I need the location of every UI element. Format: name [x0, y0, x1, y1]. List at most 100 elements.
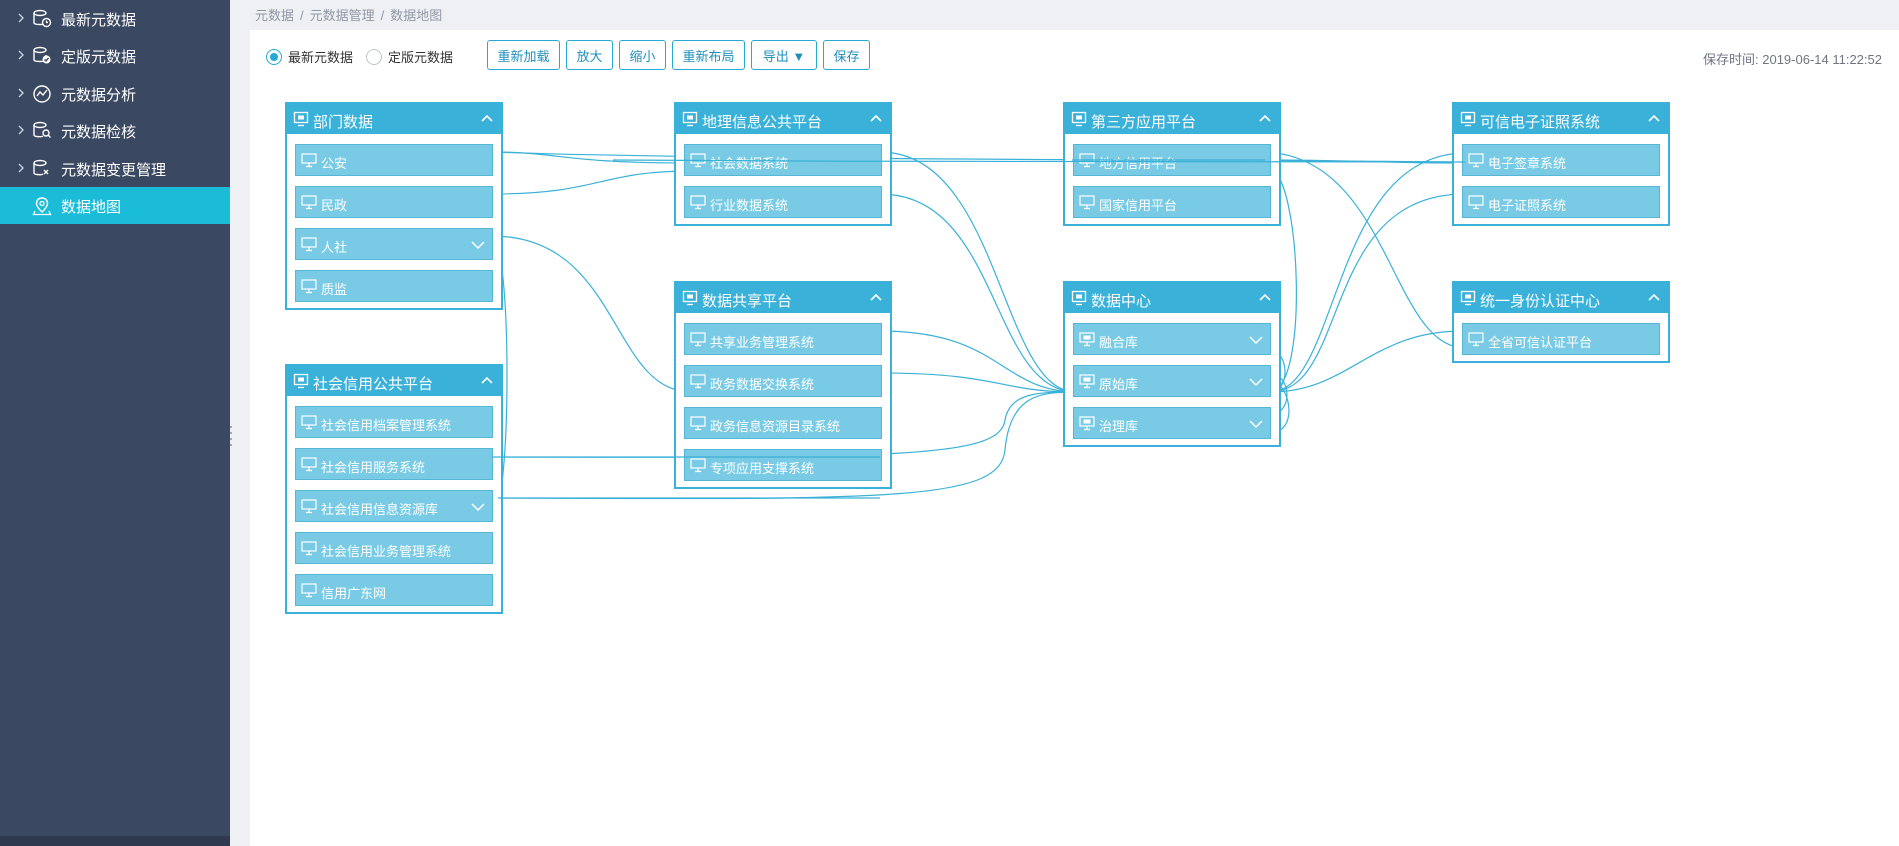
node-row-human-resources[interactable]: 人社	[295, 228, 493, 260]
node-card-social-credit-platform[interactable]: 社会信用公共平台 社会信用档案管理系统 社会信用服务系统 社会信用信息资源库 社…	[285, 364, 503, 614]
chevron-down-icon[interactable]	[470, 237, 486, 253]
monitor-icon	[301, 237, 317, 252]
sidebar-item-final-metadata[interactable]: 定版元数据	[0, 37, 230, 74]
node-row-sharing-business[interactable]: 共享业务管理系统	[684, 323, 882, 355]
resize-handle-icon[interactable]	[229, 424, 233, 450]
node-card-data-center[interactable]: 数据中心 融合库 原始库 治理库	[1063, 281, 1281, 447]
node-row-local-credit[interactable]: 地方信用平台	[1073, 144, 1271, 176]
export-dropdown-button[interactable]: 导出 ▼	[751, 40, 817, 70]
relayout-button[interactable]: 重新布局	[672, 40, 745, 70]
row-label: 质监	[321, 282, 348, 297]
card-header[interactable]: 可信电子证照系统	[1454, 104, 1668, 134]
chevron-right-icon	[18, 88, 24, 98]
node-row-public-security[interactable]: 公安	[295, 144, 493, 176]
card-header[interactable]: 地理信息公共平台	[676, 104, 890, 134]
chevron-up-icon[interactable]	[868, 290, 884, 306]
chevron-up-icon[interactable]	[479, 373, 495, 389]
row-label: 社会信用信息资源库	[321, 502, 439, 517]
node-row-fusion-db[interactable]: 融合库	[1073, 323, 1271, 355]
row-label: 公安	[321, 156, 348, 171]
zoom-in-button[interactable]: 放大	[566, 40, 613, 70]
monitor-node-icon	[293, 111, 309, 127]
node-row-social-data[interactable]: 社会数据系统	[684, 144, 882, 176]
breadcrumb-item[interactable]: 元数据管理	[309, 8, 375, 23]
node-card-data-sharing-platform[interactable]: 数据共享平台 共享业务管理系统 政务数据交换系统 政务信息资源目录系统 专项应用…	[674, 281, 892, 489]
database-search-icon	[33, 121, 51, 138]
database-node-icon	[1079, 416, 1095, 431]
chevron-up-icon[interactable]	[1257, 111, 1273, 127]
chevron-up-icon[interactable]	[868, 111, 884, 127]
card-title: 可信电子证照系统	[1480, 114, 1601, 131]
row-label: 行业数据系统	[710, 198, 789, 213]
node-row-credit-guangdong[interactable]: 信用广东网	[295, 574, 493, 606]
node-row-quality-supervision[interactable]: 质监	[295, 270, 493, 302]
card-header[interactable]: 统一身份认证中心	[1454, 283, 1668, 313]
row-label: 地方信用平台	[1099, 156, 1178, 171]
monitor-icon	[301, 195, 317, 210]
reload-button[interactable]: 重新加载	[487, 40, 560, 70]
node-row-credit-service[interactable]: 社会信用服务系统	[295, 448, 493, 480]
node-row-special-app-support[interactable]: 专项应用支撑系统	[684, 449, 882, 481]
monitor-node-icon	[1460, 290, 1476, 306]
card-header[interactable]: 社会信用公共平台	[287, 366, 501, 396]
sidebar-item-metadata-check[interactable]: 元数据检核	[0, 112, 230, 149]
node-row-industry-data[interactable]: 行业数据系统	[684, 186, 882, 218]
row-label: 电子签章系统	[1488, 156, 1567, 171]
chevron-right-icon	[18, 13, 24, 23]
card-header[interactable]: 数据中心	[1065, 283, 1279, 313]
row-label: 社会信用档案管理系统	[321, 418, 452, 433]
node-card-e-license-system[interactable]: 可信电子证照系统 电子签章系统 电子证照系统	[1452, 102, 1670, 226]
card-header[interactable]: 数据共享平台	[676, 283, 890, 313]
chevron-down-icon[interactable]	[1248, 374, 1264, 390]
monitor-icon	[690, 332, 706, 347]
node-row-credit-business[interactable]: 社会信用业务管理系统	[295, 532, 493, 564]
monitor-icon	[1468, 332, 1484, 347]
node-row-gov-resource-catalog[interactable]: 政务信息资源目录系统	[684, 407, 882, 439]
breadcrumb-separator: /	[300, 8, 304, 23]
breadcrumb-item-current: 数据地图	[390, 8, 443, 23]
map-pin-icon	[32, 197, 52, 216]
chevron-up-icon[interactable]	[1646, 111, 1662, 127]
monitor-node-icon	[1460, 111, 1476, 127]
node-row-civil-affairs[interactable]: 民政	[295, 186, 493, 218]
monitor-icon	[690, 416, 706, 431]
chevron-up-icon[interactable]	[1646, 290, 1662, 306]
radio-unselected-icon	[366, 48, 382, 65]
card-header[interactable]: 部门数据	[287, 104, 501, 134]
chevron-up-icon[interactable]	[1257, 290, 1273, 306]
radio-final-metadata[interactable]: 定版元数据	[366, 47, 453, 66]
sidebar-item-latest-metadata[interactable]: 最新元数据	[0, 0, 230, 37]
row-label: 专项应用支撑系统	[710, 461, 815, 476]
node-card-unified-identity-center[interactable]: 统一身份认证中心 全省可信认证平台	[1452, 281, 1670, 363]
node-row-credit-resource-db[interactable]: 社会信用信息资源库	[295, 490, 493, 522]
monitor-node-icon	[682, 290, 698, 306]
monitor-icon	[301, 499, 317, 514]
node-row-gov-data-exchange[interactable]: 政务数据交换系统	[684, 365, 882, 397]
chevron-right-icon	[18, 163, 24, 173]
database-edit-icon	[33, 159, 49, 176]
monitor-icon	[301, 457, 317, 472]
node-row-credit-archive[interactable]: 社会信用档案管理系统	[295, 406, 493, 438]
sidebar-item-metadata-analysis[interactable]: 元数据分析	[0, 75, 230, 112]
node-row-e-license[interactable]: 电子证照系统	[1462, 186, 1660, 218]
sidebar-item-data-map[interactable]: 数据地图	[0, 187, 230, 224]
node-row-trusted-auth-platform[interactable]: 全省可信认证平台	[1462, 323, 1660, 355]
save-button[interactable]: 保存	[823, 40, 870, 70]
chevron-up-icon[interactable]	[479, 111, 495, 127]
chevron-down-icon[interactable]	[470, 499, 486, 515]
node-card-third-party-platform[interactable]: 第三方应用平台 地方信用平台 国家信用平台	[1063, 102, 1281, 226]
card-header[interactable]: 第三方应用平台	[1065, 104, 1279, 134]
node-card-geo-info-platform[interactable]: 地理信息公共平台 社会数据系统 行业数据系统	[674, 102, 892, 226]
node-row-raw-db[interactable]: 原始库	[1073, 365, 1271, 397]
node-row-national-credit[interactable]: 国家信用平台	[1073, 186, 1271, 218]
sidebar-item-metadata-change[interactable]: 元数据变更管理	[0, 150, 230, 187]
zoom-out-button[interactable]: 缩小	[619, 40, 666, 70]
monitor-icon	[1468, 153, 1484, 168]
node-card-department-data[interactable]: 部门数据 公安 民政 人社 质监	[285, 102, 503, 310]
breadcrumb-item[interactable]: 元数据	[255, 8, 295, 23]
node-row-e-signature[interactable]: 电子签章系统	[1462, 144, 1660, 176]
node-row-governance-db[interactable]: 治理库	[1073, 407, 1271, 439]
radio-latest-metadata[interactable]: 最新元数据	[266, 47, 353, 66]
chevron-down-icon[interactable]	[1248, 416, 1264, 432]
chevron-down-icon[interactable]	[1248, 332, 1264, 348]
